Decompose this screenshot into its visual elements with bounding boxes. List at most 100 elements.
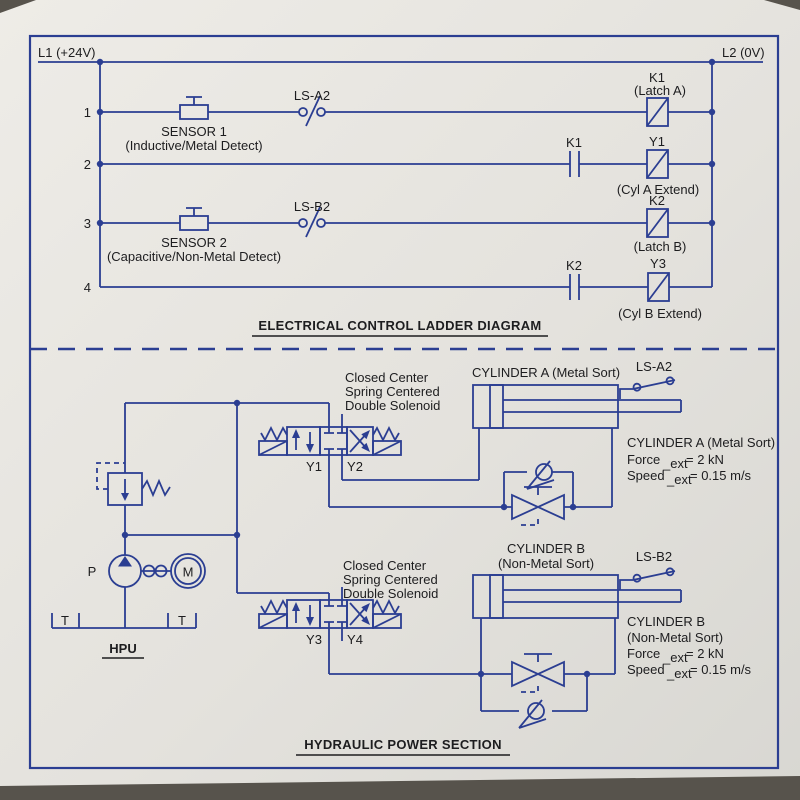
k2-contact-label: K2 bbox=[566, 258, 582, 273]
ls-a2-switch-label: LS-A2 bbox=[636, 359, 672, 374]
valve-b-sol-left-label: Y3 bbox=[306, 632, 322, 647]
rung-number-3: 3 bbox=[84, 216, 91, 231]
cyl-b-info-title: CYLINDER B bbox=[627, 614, 705, 629]
k2-coil-desc: (Latch B) bbox=[634, 239, 687, 254]
hpu-label: HPU bbox=[109, 641, 136, 656]
motor-label: M bbox=[183, 565, 194, 580]
valve-b-note-3: Double Solenoid bbox=[343, 586, 438, 601]
y3-coil-label: Y3 bbox=[650, 256, 666, 271]
l2-rail-label: L2 (0V) bbox=[722, 45, 765, 60]
pilot-line-dashed bbox=[96, 462, 125, 490]
cyl-b-speed-sub: _ext bbox=[666, 666, 692, 681]
valve-a-body bbox=[258, 426, 402, 456]
sensor2-desc: (Capacitive/Non-Metal Detect) bbox=[107, 249, 281, 264]
k1-coil-desc: (Latch A) bbox=[634, 83, 686, 98]
k2-coil-icon bbox=[646, 208, 669, 238]
rung-number-2: 2 bbox=[84, 157, 91, 172]
hydraulic-title: HYDRAULIC POWER SECTION bbox=[304, 737, 502, 752]
k2-coil-label: K2 bbox=[649, 193, 665, 208]
flow-control-a-icon bbox=[511, 486, 565, 526]
valve-a-note-2: Spring Centered bbox=[345, 384, 440, 399]
rung-3: LS-B2 SENSOR 2 (Capacitive/Non-Metal Det… bbox=[100, 193, 712, 264]
circuit-a bbox=[500, 460, 577, 526]
valve-b-sol-right-label: Y4 bbox=[347, 632, 363, 647]
valve-b-note-1: Closed Center bbox=[343, 558, 427, 573]
page-border bbox=[28, 34, 780, 770]
cyl-a-speed-sub: _ext bbox=[666, 472, 692, 487]
valve-b-body bbox=[258, 599, 402, 629]
cyl-b-speed-value: = 0.15 m/s bbox=[690, 662, 752, 677]
ls-a2-label: LS-A2 bbox=[294, 88, 330, 103]
valve-a: Y1 Y2 Closed Center Spring Centered Doub… bbox=[258, 370, 613, 508]
cylinder-a-caption: CYLINDER A (Metal Sort) bbox=[472, 365, 620, 380]
cyl-b-force-sub: _ext bbox=[662, 650, 688, 665]
rung-4: K2 Y3 (Cyl B Extend) bbox=[100, 256, 712, 321]
sensor2-symbol bbox=[179, 207, 209, 231]
check-valve-b-icon bbox=[518, 699, 547, 729]
tank-left-label: T bbox=[61, 613, 69, 628]
valve-b-work-line bbox=[328, 618, 616, 675]
y3-coil-desc: (Cyl B Extend) bbox=[618, 306, 702, 321]
ladder-title: ELECTRICAL CONTROL LADDER DIAGRAM bbox=[258, 318, 541, 333]
valve-a-sol-left-label: Y1 bbox=[306, 459, 322, 474]
cyl-a-force-label: Force bbox=[627, 452, 660, 467]
k1-coil-icon bbox=[646, 97, 669, 127]
cyl-a-force-value: = 2 kN bbox=[686, 452, 724, 467]
pump-label: P bbox=[88, 564, 97, 579]
sensor1-name: SENSOR 1 bbox=[161, 124, 227, 139]
y1-coil-icon bbox=[646, 149, 669, 179]
coupling-icon bbox=[142, 564, 156, 578]
cyl-a-speed-value: = 0.15 m/s bbox=[690, 468, 752, 483]
motor-icon bbox=[170, 553, 206, 589]
rung-number-1: 1 bbox=[84, 105, 91, 120]
cyl-a-force-sub: _ext bbox=[662, 456, 688, 471]
rung-number-4: 4 bbox=[84, 280, 91, 295]
valve-b: Y3 Y4 Closed Center Spring Centered Doub… bbox=[258, 558, 616, 675]
y3-coil-icon bbox=[647, 272, 670, 302]
hydraulic-section: P M T T HPU Y1 Y2 Closed Center Spring C… bbox=[51, 359, 775, 756]
ls-b2-switch-label: LS-B2 bbox=[636, 549, 672, 564]
y1-coil-desc: (Cyl A Extend) bbox=[617, 182, 699, 197]
valve-a-cap-line bbox=[341, 428, 480, 481]
tank-symbol: T T bbox=[51, 613, 197, 629]
hydraulic-junction-dots bbox=[121, 399, 241, 539]
cyl-b-info-sub: (Non-Metal Sort) bbox=[627, 630, 723, 645]
sensor1-symbol bbox=[179, 96, 209, 120]
rung-2: K1 Y1 (Cyl A Extend) bbox=[100, 134, 712, 197]
y1-coil-label: Y1 bbox=[649, 134, 665, 149]
valve-a-note-3: Double Solenoid bbox=[345, 398, 440, 413]
sensor1-desc: (Inductive/Metal Detect) bbox=[125, 138, 262, 153]
cylinder-a-body bbox=[472, 384, 682, 429]
valve-a-sol-right-label: Y2 bbox=[347, 459, 363, 474]
valve-b-note-2: Spring Centered bbox=[343, 572, 438, 587]
cyl-b-force-label: Force bbox=[627, 646, 660, 661]
k2-contact-icon bbox=[569, 274, 580, 300]
rung-1: LS-A2 SENSOR 1 (Inductive/Metal Detect) … bbox=[100, 70, 712, 153]
hpu-pump-motor: P M bbox=[88, 553, 206, 589]
cylinder-b-caption-2: (Non-Metal Sort) bbox=[498, 556, 594, 571]
cylinder-b-info: CYLINDER B (Non-Metal Sort) Force _ext =… bbox=[627, 614, 752, 681]
sensor2-name: SENSOR 2 bbox=[161, 235, 227, 250]
ladder-section: L1 (+24V) L2 (0V) 1 2 3 4 LS-A2 SENSOR 1… bbox=[38, 45, 765, 337]
tank-right-label: T bbox=[178, 613, 186, 628]
cylinder-a: CYLINDER A (Metal Sort) LS-A2 bbox=[472, 359, 682, 429]
l1-rail-label: L1 (+24V) bbox=[38, 45, 95, 60]
cyl-a-info-title: CYLINDER A (Metal Sort) bbox=[627, 435, 775, 450]
k1-coil-label: K1 bbox=[649, 70, 665, 85]
ls-b2-switch-icon bbox=[619, 567, 676, 591]
circuit-b bbox=[477, 653, 591, 729]
cylinder-b-caption-1: CYLINDER B bbox=[507, 541, 585, 556]
check-valve-a-icon bbox=[526, 460, 555, 490]
flow-control-b-icon bbox=[511, 653, 565, 693]
ls-a2-switch-icon bbox=[619, 376, 676, 400]
k1-contact-icon bbox=[569, 151, 580, 177]
ls-b2-label: LS-B2 bbox=[294, 199, 330, 214]
cylinder-b: CYLINDER B (Non-Metal Sort) LS-B2 bbox=[472, 541, 682, 619]
pressure-lines bbox=[124, 402, 330, 628]
ladder-junction-dots bbox=[96, 58, 716, 227]
cyl-a-speed-label: Speed bbox=[627, 468, 665, 483]
valve-a-note-1: Closed Center bbox=[345, 370, 429, 385]
k1-contact-label: K1 bbox=[566, 135, 582, 150]
